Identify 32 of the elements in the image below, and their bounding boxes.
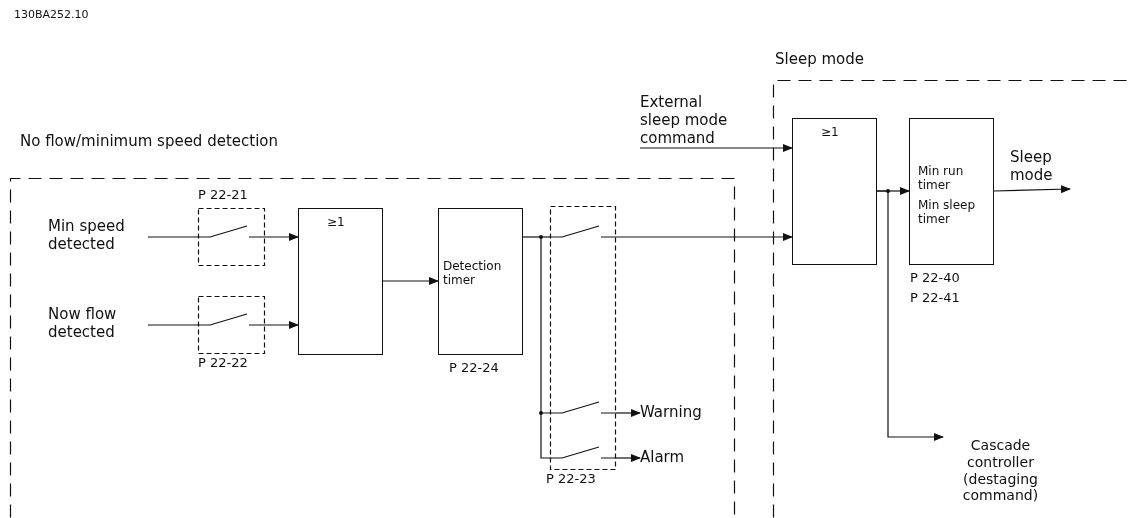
signal-label: Alarm (640, 448, 685, 466)
signal-label: Min speed detected (48, 217, 126, 253)
signal-label: Now flow detected (48, 305, 118, 341)
block-label: ≥1 (821, 125, 839, 140)
connector-arrow (264, 321, 299, 329)
block-label: Detection timer (443, 259, 503, 288)
signal-label: Cascade controller (destaging command) (961, 437, 1040, 505)
block-label: ≥1 (327, 215, 345, 230)
connector-arrow (876, 190, 944, 441)
connector-arrow (615, 454, 641, 462)
connector-arrow (382, 277, 439, 285)
connector-arrow (993, 185, 1071, 194)
parameter-label: P 22-23 (546, 471, 597, 487)
connector-arrow (264, 233, 299, 241)
block-label: Min sleep timer (918, 198, 977, 227)
signal-label: External sleep mode command (640, 93, 729, 147)
parameter-label: P 22-24 (449, 360, 499, 376)
connector-arrow (615, 233, 793, 241)
connector-arrow (615, 409, 641, 417)
connector-arrow (639, 144, 793, 152)
group-heading: Sleep mode (775, 50, 865, 68)
document-number: 130BA252.10 (14, 8, 89, 22)
block-label: Min run timer (918, 164, 965, 193)
signal-label: Sleep mode (1010, 148, 1054, 184)
logic-block (792, 118, 877, 265)
parameter-label: P 22-40 (910, 270, 960, 286)
parameter-label: P 22-41 (910, 290, 960, 306)
logic-block (298, 208, 383, 355)
parameter-label: P 22-22 (198, 355, 249, 371)
group-heading: No flow/minimum speed detection (20, 132, 279, 150)
signal-label: Warning (640, 403, 702, 421)
parameter-label: P 22-21 (198, 187, 249, 203)
